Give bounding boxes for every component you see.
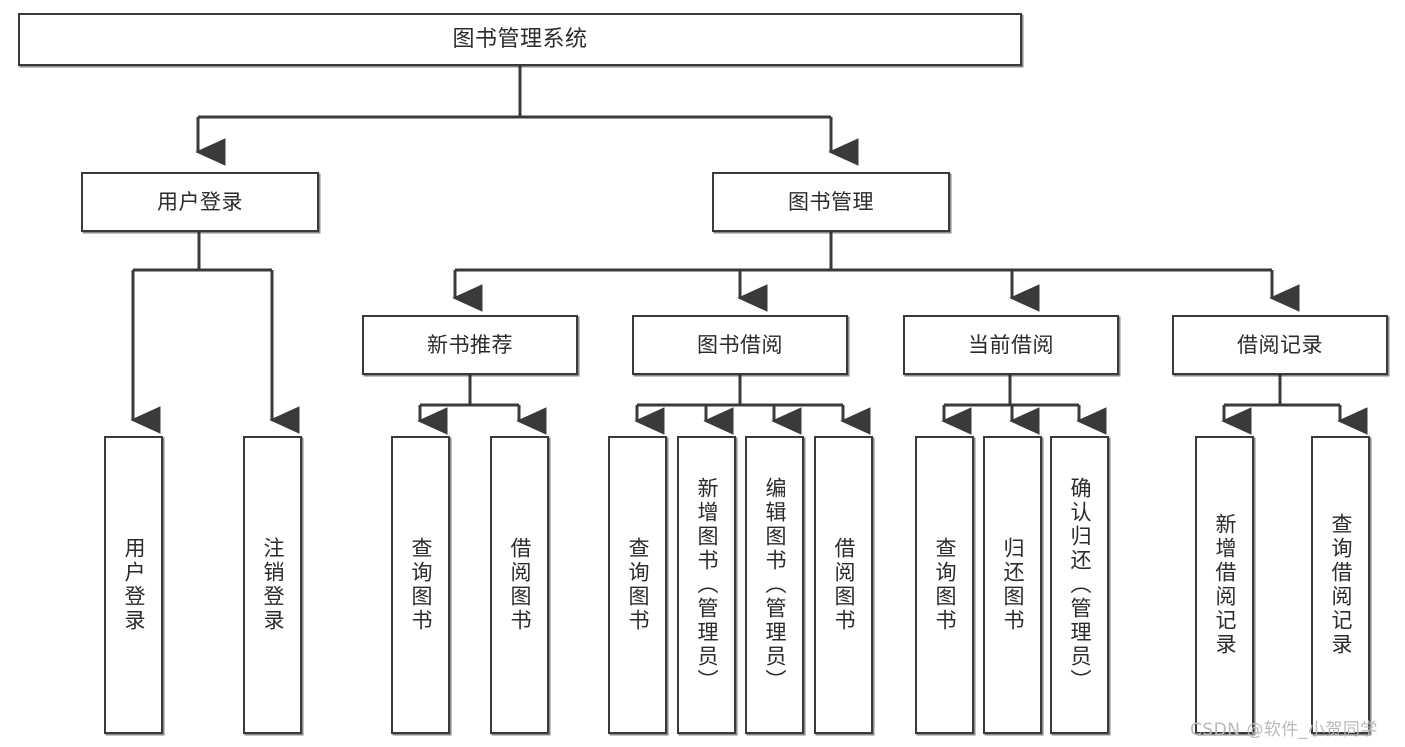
csdn-watermark: CSDN @软件_小贺同学 [1190,720,1378,740]
node-leaf-query-book-2[interactable]: 查询图书 [608,436,667,734]
node-root-label: 图书管理系统 [452,26,588,52]
node-book-borrow-label: 图书借阅 [697,332,783,357]
node-new-book-rec-label: 新书推荐 [427,332,513,357]
node-book-manage[interactable]: 图书管理 [712,172,950,232]
node-leaf-query-record-label: 查询借阅记录 [1329,513,1353,657]
node-leaf-add-record[interactable]: 新增借阅记录 [1195,436,1254,734]
node-leaf-query-book-3[interactable]: 查询图书 [915,436,974,734]
node-leaf-edit-book[interactable]: 编辑图书（管理员） [745,436,804,734]
node-borrow-record[interactable]: 借阅记录 [1172,315,1388,375]
node-leaf-query-book-1[interactable]: 查询图书 [391,436,450,734]
node-leaf-add-book-label: 新增图书（管理员） [695,477,719,693]
node-leaf-user-login[interactable]: 用户登录 [104,436,163,734]
node-root[interactable]: 图书管理系统 [18,13,1022,66]
node-leaf-edit-book-label: 编辑图书（管理员） [763,477,787,693]
node-leaf-query-book-1-label: 查询图书 [409,537,433,633]
node-leaf-return-book[interactable]: 归还图书 [983,436,1042,734]
node-leaf-confirm-return[interactable]: 确认归还（管理员） [1050,436,1109,734]
node-user-login[interactable]: 用户登录 [81,172,319,232]
node-book-manage-label: 图书管理 [788,189,874,214]
node-leaf-query-record[interactable]: 查询借阅记录 [1311,436,1370,734]
node-new-book-rec[interactable]: 新书推荐 [362,315,578,375]
node-user-login-label: 用户登录 [157,189,243,214]
node-leaf-confirm-return-label: 确认归还（管理员） [1068,477,1092,693]
node-leaf-borrow-book-1[interactable]: 借阅图书 [490,436,549,734]
node-leaf-query-book-2-label: 查询图书 [626,537,650,633]
node-current-borrow[interactable]: 当前借阅 [903,315,1119,375]
node-leaf-add-book[interactable]: 新增图书（管理员） [677,436,736,734]
node-current-borrow-label: 当前借阅 [968,332,1054,357]
node-leaf-user-login-label: 用户登录 [122,537,146,633]
node-leaf-query-book-3-label: 查询图书 [933,537,957,633]
node-leaf-borrow-book-2[interactable]: 借阅图书 [814,436,873,734]
node-leaf-logout-label: 注销登录 [261,537,285,633]
node-book-borrow[interactable]: 图书借阅 [632,315,848,375]
node-borrow-record-label: 借阅记录 [1237,332,1323,357]
node-leaf-borrow-book-1-label: 借阅图书 [508,537,532,633]
node-leaf-add-record-label: 新增借阅记录 [1213,513,1237,657]
node-leaf-return-book-label: 归还图书 [1001,537,1025,633]
node-leaf-borrow-book-2-label: 借阅图书 [832,537,856,633]
node-leaf-logout[interactable]: 注销登录 [243,436,302,734]
